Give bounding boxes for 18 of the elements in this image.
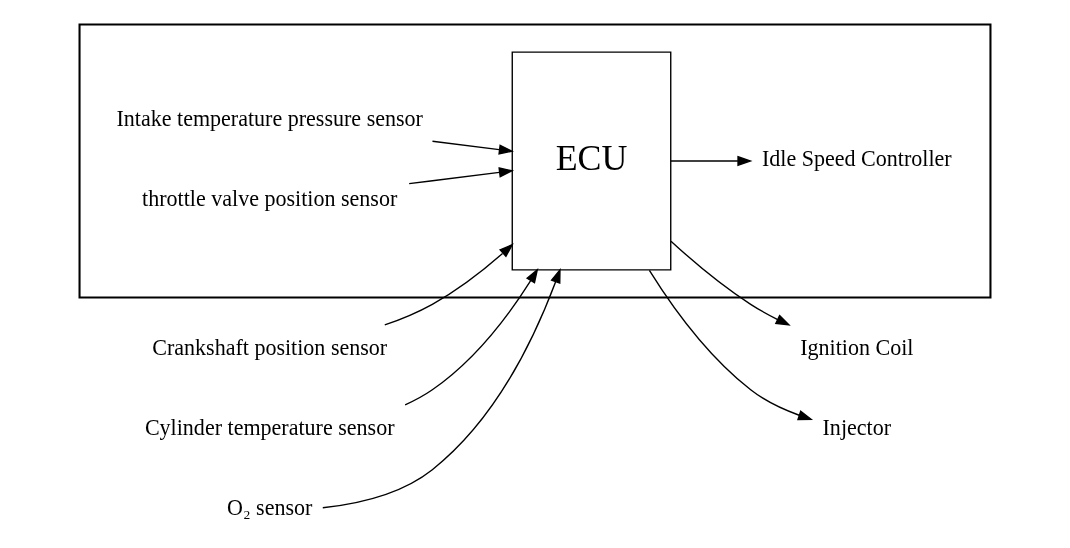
node-text: O₂ sensor xyxy=(227,494,313,520)
node-text: throttle valve position sensor xyxy=(142,186,398,212)
node-text: Intake temperature pressure sensor xyxy=(116,106,423,132)
node-text: Crankshaft position sensor xyxy=(152,335,388,361)
node-text: Cylinder temperature sensor xyxy=(144,414,395,440)
arrow xyxy=(431,140,514,155)
node-box: ECU xyxy=(511,51,672,271)
arrow xyxy=(322,268,561,509)
node-text: Injector xyxy=(822,414,892,440)
arrow xyxy=(670,240,791,326)
arrow xyxy=(408,167,515,185)
arrow xyxy=(670,155,753,167)
node-text: Ignition Coil xyxy=(800,335,914,361)
cluster xyxy=(78,23,992,299)
arrow xyxy=(384,243,514,326)
arrow xyxy=(648,269,814,421)
arrow xyxy=(404,268,539,406)
node-text: Idle Speed Controller xyxy=(761,146,952,172)
